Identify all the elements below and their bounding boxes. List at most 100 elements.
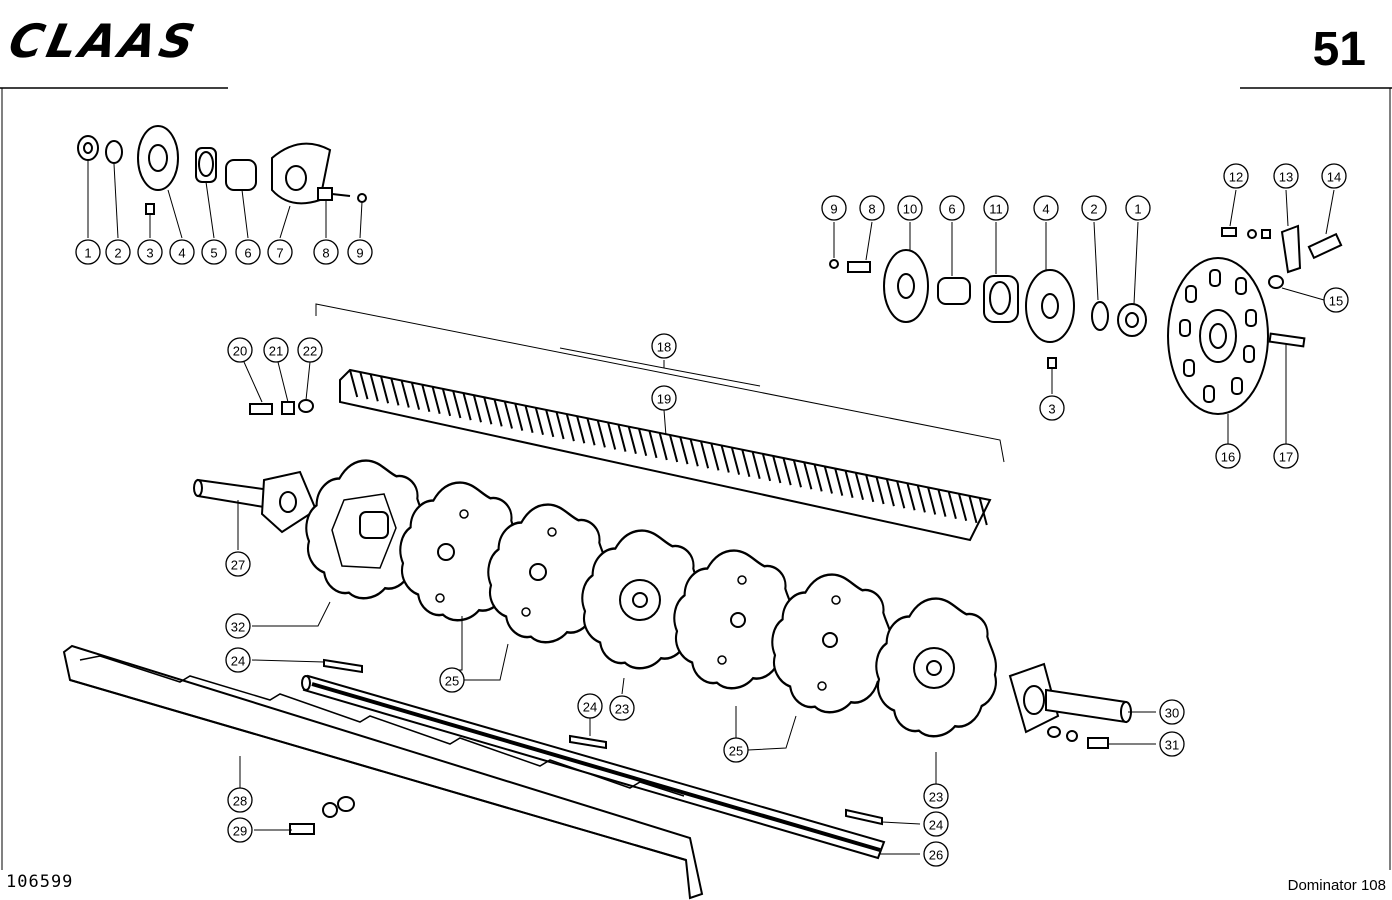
callout-circle: [169, 239, 195, 265]
callout-circle: [923, 811, 949, 837]
callout-circle: [439, 667, 465, 693]
callout-c14: 14: [1321, 163, 1347, 189]
callout-c32: 32: [225, 613, 251, 639]
callout-c11: 11: [983, 195, 1009, 221]
callout-circle: [313, 239, 339, 265]
callout-circle: [75, 239, 101, 265]
callout-number: 11: [989, 202, 1003, 217]
callout-circle: [859, 195, 885, 221]
leader-lines-keys: [251, 659, 921, 855]
callout-number: 8: [322, 246, 329, 261]
callout-number: 18: [657, 340, 671, 355]
callout-c2a: 2: [105, 239, 131, 265]
callout-c8a: 8: [313, 239, 339, 265]
callout-circle: [1159, 731, 1185, 757]
callout-number: 10: [903, 202, 917, 217]
callout-number: 20: [233, 344, 247, 359]
callout-number: 23: [615, 702, 629, 717]
callout-number: 24: [929, 818, 943, 833]
callout-circle: [1273, 163, 1299, 189]
callout-number: 27: [231, 558, 245, 573]
stub-shaft-30: [1008, 662, 1132, 749]
callout-c25b: 25: [723, 737, 749, 763]
bearing-assembly-right: [829, 249, 1147, 369]
callout-c18: 18: [651, 333, 677, 359]
callout-circle: [577, 693, 603, 719]
callout-number: 22: [303, 344, 317, 359]
callout-number: 7: [276, 246, 283, 261]
callout-c4b: 4: [1033, 195, 1059, 221]
callout-number: 2: [1090, 202, 1097, 217]
callout-number: 3: [146, 246, 153, 261]
callout-circle: [1081, 195, 1107, 221]
keys-24: [323, 658, 883, 826]
star-disc-23-2: [875, 597, 998, 738]
callout-circle: [821, 195, 847, 221]
callout-c12: 12: [1223, 163, 1249, 189]
callout-circle: [227, 337, 253, 363]
callout-c26: 26: [923, 841, 949, 867]
callout-circle: [897, 195, 923, 221]
callout-circle: [923, 841, 949, 867]
callout-number: 15: [1329, 294, 1343, 309]
callout-c15: 15: [1323, 287, 1349, 313]
callout-circle: [1321, 163, 1347, 189]
star-disc-25-3: [673, 549, 796, 690]
callout-c1b: 1: [1125, 195, 1151, 221]
wheel-16: [1167, 224, 1343, 415]
callout-circle: [227, 817, 253, 843]
callout-circle: [263, 337, 289, 363]
rack-assembly: [315, 303, 1005, 463]
callout-c19: 19: [651, 385, 677, 411]
callout-circle: [983, 195, 1009, 221]
callout-c21: 21: [263, 337, 289, 363]
rack-19: [339, 368, 992, 542]
callout-c6a: 6: [235, 239, 261, 265]
callout-number: 24: [231, 654, 245, 669]
star-disc-25-4: [771, 573, 894, 714]
callout-c27: 27: [225, 551, 251, 577]
callout-number: 31: [1165, 738, 1179, 753]
callout-c20: 20: [227, 337, 253, 363]
bearing-assembly-left: [77, 125, 367, 215]
callout-c24c: 24: [923, 811, 949, 837]
callout-number: 12: [1229, 170, 1243, 185]
callout-circle: [609, 695, 635, 721]
callout-circle: [235, 239, 261, 265]
callout-number: 6: [244, 246, 251, 261]
callout-circle: [105, 239, 131, 265]
callout-c23a: 23: [609, 695, 635, 721]
callout-number: 2: [114, 246, 121, 261]
callout-circle: [1159, 699, 1185, 725]
star-disc-25-1: [399, 481, 522, 622]
callout-circle: [201, 239, 227, 265]
callout-number: 14: [1327, 170, 1341, 185]
callout-number: 23: [929, 790, 943, 805]
callout-c22: 22: [297, 337, 323, 363]
callout-circle: [225, 613, 251, 639]
callout-number: 24: [583, 700, 597, 715]
callout-number: 5: [210, 246, 217, 261]
callout-number: 3: [1048, 402, 1055, 417]
callout-c13: 13: [1273, 163, 1299, 189]
callout-number: 13: [1279, 170, 1293, 185]
callout-circle: [225, 551, 251, 577]
callout-c9b: 9: [821, 195, 847, 221]
star-disc-32: [305, 459, 428, 600]
leader-lines-rack: [243, 361, 311, 403]
callout-number: 4: [1042, 202, 1049, 217]
machine-model-label: Dominator 108: [1287, 877, 1386, 894]
callout-circle: [923, 783, 949, 809]
callout-circle: [225, 647, 251, 673]
callout-c9a: 9: [347, 239, 373, 265]
page-number: 51: [1312, 23, 1366, 76]
leader-lines-28-29: [239, 756, 292, 831]
leader-lines-far-right: [1227, 189, 1335, 444]
callout-number: 25: [729, 744, 743, 759]
callout-circle: [723, 737, 749, 763]
callout-c30: 30: [1159, 699, 1185, 725]
callout-circle: [1223, 163, 1249, 189]
